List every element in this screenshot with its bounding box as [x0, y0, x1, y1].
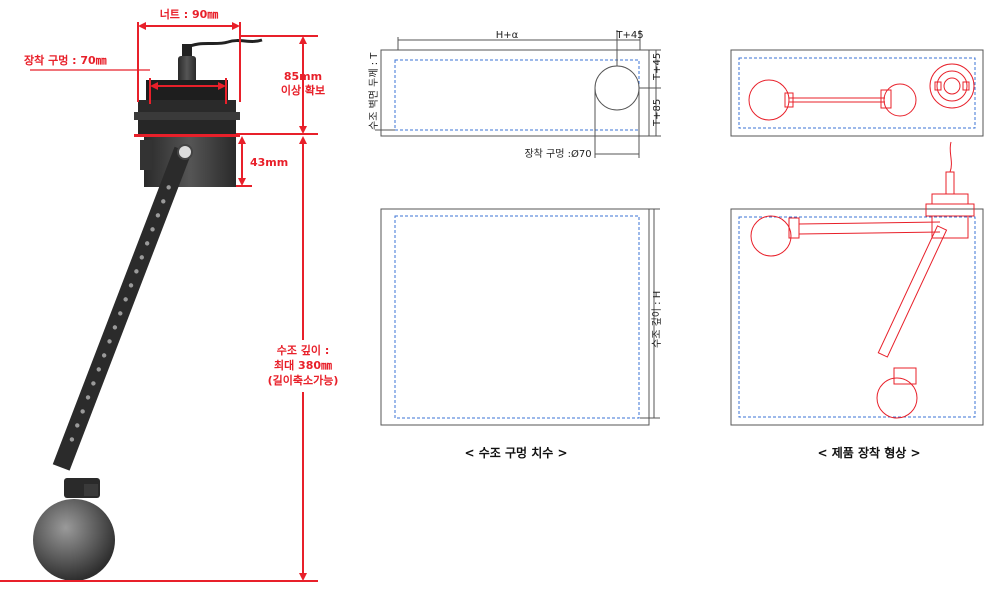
installed-shape-caption: < 제품 장착 형상 >	[817, 445, 920, 460]
installed-front-view-drawing	[730, 141, 984, 426]
nut-size-label: 너트 : 90㎜	[160, 7, 219, 21]
mount-hole-label: 장착 구멍 : 70㎜	[24, 53, 107, 67]
t45-side-dim: T+45	[652, 53, 663, 81]
depth-label-bg	[262, 340, 344, 392]
hole-top-view-drawing	[375, 30, 661, 158]
top-clearance-value: 85mm	[284, 70, 322, 83]
tank-depth-max: 최대 380㎜	[274, 358, 332, 372]
mount-hole-dia-label: 장착 구멍 :Ø70	[524, 148, 591, 160]
tank-depth-label: 수조 깊이 :	[277, 343, 330, 357]
float-switch-product	[33, 38, 263, 581]
hole-dimension-caption: < 수조 구멍 치수 >	[464, 445, 567, 460]
h-alpha-dim: H+α	[496, 30, 519, 41]
installed-top-view-drawing	[730, 49, 984, 137]
t85-dim: T+85	[652, 99, 663, 127]
tank-depth-h-label: 수조 깊이 : H	[651, 291, 663, 348]
t45-top-dim: T+45	[615, 30, 643, 41]
tank-front-view-drawing	[380, 208, 660, 426]
thread-length-label: 43mm	[250, 156, 288, 169]
tank-depth-note: (길이축소가능)	[268, 373, 339, 387]
wall-thickness-label: 수조 벽면 두께 : T	[368, 52, 380, 130]
top-clearance-note: 이상 확보	[281, 83, 325, 97]
